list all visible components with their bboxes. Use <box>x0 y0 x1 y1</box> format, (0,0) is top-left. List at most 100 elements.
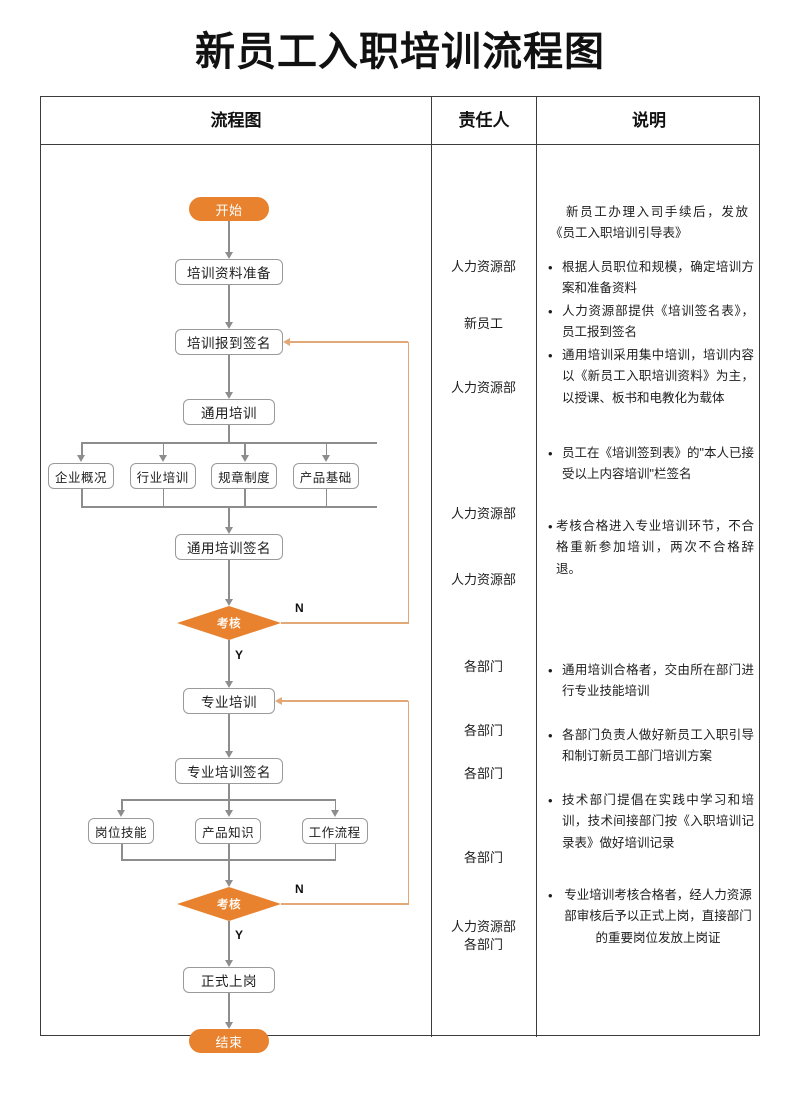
flow-node-general-subject-4[interactable]: 产品基础 <box>292 463 359 489</box>
owner-column: 人力资源部 新员工 人力资源部 人力资源部 人力资源部 各部门 各部门 各部门 … <box>431 145 536 1037</box>
owner-11: 各部门 <box>463 937 503 952</box>
drop-general-2 <box>162 442 165 458</box>
bullet-icon: • <box>548 728 553 743</box>
flow-node-signin[interactable]: 培训报到签名 <box>175 329 283 355</box>
header-owner: 责任人 <box>431 97 536 145</box>
drop-pro-3 <box>334 799 337 813</box>
flow-node-pro-subject-1[interactable]: 岗位技能 <box>88 818 154 844</box>
page-title: 新员工入职培训流程图 <box>195 30 605 74</box>
arrowhead-pro <box>224 681 233 688</box>
drop-pro-2 <box>228 799 230 813</box>
description-item-1: • 根据人员职位和规模，确定培训方案和准备资料 <box>548 257 754 300</box>
drop-general-1 <box>81 442 83 458</box>
connector-start-prep <box>228 221 230 255</box>
arrowhead-psub-1 <box>117 810 126 817</box>
description-item-8: • 技术部门提倡在实践中学习和培训，技术间接部门按《入职培训记录表》做好培训记录 <box>548 790 754 854</box>
rise-general-2 <box>162 489 165 507</box>
rise-pro-2 <box>228 844 230 860</box>
drop-pro-1 <box>121 799 123 813</box>
connector-exam2-onboard <box>228 921 230 963</box>
description-item-6-text: 通用培训合格者，交由所在部门进行专业技能培训 <box>562 663 754 699</box>
arrowhead-gsign <box>224 527 233 534</box>
flow-node-start[interactable]: 开始 <box>189 197 269 221</box>
description-item-6: • 通用培训合格者，交由所在部门进行专业技能培训 <box>548 660 754 703</box>
owner-8: 各部门 <box>463 766 503 781</box>
arrowhead-exam1 <box>224 599 233 606</box>
arrowhead-prep <box>224 252 233 259</box>
bus-general-top <box>81 442 377 444</box>
arrowhead-gsub-4 <box>322 455 331 462</box>
flow-node-general-sign[interactable]: 通用培训签名 <box>175 534 283 560</box>
header-description: 说明 <box>536 97 761 145</box>
arrowhead-gsub-1 <box>77 455 86 462</box>
description-item-9: • 专业培训考核合格者，经人力资源部审核后予以正式上岗，直接部门的重要岗位发放上… <box>548 885 754 949</box>
flow-decision-exam-1[interactable]: 考核 <box>177 606 281 640</box>
owner-1: 人力资源部 <box>450 259 516 274</box>
flow-node-prep[interactable]: 培训资料准备 <box>175 259 283 285</box>
flow-node-pro-subject-3[interactable]: 工作流程 <box>301 818 368 844</box>
rise-general-1 <box>81 489 83 507</box>
connector-bus-exam2 <box>228 859 230 883</box>
connector-prep-signin <box>228 285 230 325</box>
description-item-9-text: 专业培训考核合格者，经人力资源部审核后予以正式上岗，直接部门的重要岗位发放上岗证 <box>564 888 752 945</box>
description-item-3: • 通用培训采用集中培训，培训内容以《新员工入职培训资料》为主，以授课、板书和电… <box>548 345 754 409</box>
description-item-2: • 人力资源部提供《培训签名表》，员工报到签名 <box>548 301 754 344</box>
description-item-5-text: 考核合格进入专业培训环节，不合格重新参加培训，两次不合格辞退。 <box>556 519 754 576</box>
drop-general-3 <box>244 442 246 458</box>
column-divider-1 <box>431 145 432 1037</box>
rise-general-4 <box>325 489 328 507</box>
branch-label-no-2: N <box>295 882 304 896</box>
loop1-horizontal-in <box>289 341 408 343</box>
description-item-7: • 各部门负责人做好新员工入职引导和制订新员工部门培训方案 <box>548 725 754 768</box>
flow-node-general-subject-2[interactable]: 行业培训 <box>129 463 196 489</box>
flow-node-pro-sign[interactable]: 专业培训签名 <box>175 758 283 784</box>
rise-pro-3 <box>334 844 337 860</box>
description-item-4-text: 员工在《培训签到表》的"本人已接受以上内容培训"栏签名 <box>562 446 754 482</box>
connector-gsign-exam1 <box>228 560 230 602</box>
loop1-vertical <box>407 342 409 623</box>
flow-node-end[interactable]: 结束 <box>189 1029 269 1053</box>
connector-exam1-pro <box>228 640 230 684</box>
owner-6: 各部门 <box>463 659 503 674</box>
bullet-icon: • <box>548 446 553 461</box>
branch-label-yes-1: Y <box>235 648 244 662</box>
owner-2: 新员工 <box>463 316 503 331</box>
bullet-icon: • <box>548 888 553 903</box>
bullet-icon: • <box>548 260 553 275</box>
connector-signin-general <box>228 355 230 395</box>
loop2-vertical <box>407 701 409 904</box>
arrowhead-onboard <box>224 960 233 967</box>
owner-9: 各部门 <box>463 850 503 865</box>
flow-decision-exam-2[interactable]: 考核 <box>177 887 281 921</box>
bullet-icon: • <box>548 519 553 534</box>
bullet-icon: • <box>548 304 553 319</box>
flow-node-pro-subject-2[interactable]: 产品知识 <box>195 818 262 844</box>
description-item-1-text: 根据人员职位和规模，确定培训方案和准备资料 <box>562 260 754 296</box>
branch-label-no-1: N <box>295 601 304 615</box>
arrowhead-prosign <box>224 751 233 758</box>
bullet-icon: • <box>548 663 553 678</box>
flowchart-canvas: 开始 培训资料准备 培训报到签名 通用培训 <box>41 145 431 1053</box>
arrowhead-psub-3 <box>331 810 339 817</box>
description-item-3-text: 通用培训采用集中培训，培训内容以《新员工入职培训资料》为主，以授课、板书和电教化… <box>562 348 754 405</box>
drop-general-4 <box>325 442 328 458</box>
description-item-4: • 员工在《培训签到表》的"本人已接受以上内容培训"栏签名 <box>548 443 754 486</box>
description-column: 新员工办理入司手续后，发放《员工入职培训引导表》 • 根据人员职位和规模，确定培… <box>536 145 761 1037</box>
flow-node-general[interactable]: 通用培训 <box>183 399 275 425</box>
flow-node-pro[interactable]: 专业培训 <box>183 688 275 714</box>
arrowhead-end <box>224 1022 233 1029</box>
flow-node-onboard[interactable]: 正式上岗 <box>183 967 275 993</box>
bullet-icon: • <box>548 348 553 363</box>
flow-node-general-subject-1[interactable]: 企业概况 <box>48 463 114 489</box>
process-table: 流程图 责任人 说明 开始 培训资料准备 培训报到签名 通用培训 <box>40 96 761 1053</box>
arrowhead-exam2 <box>224 880 233 887</box>
connector-bus-gsign <box>228 506 230 530</box>
owner-5: 人力资源部 <box>450 572 516 587</box>
owner-10: 人力资源部 <box>450 919 516 934</box>
loop2-horizontal-out <box>281 903 409 905</box>
flow-node-general-subject-3[interactable]: 规章制度 <box>211 463 278 489</box>
arrowhead-signin <box>224 322 233 329</box>
loop1-arrowhead <box>283 337 290 346</box>
arrowhead-general <box>224 392 233 399</box>
owner-4: 人力资源部 <box>450 506 516 521</box>
